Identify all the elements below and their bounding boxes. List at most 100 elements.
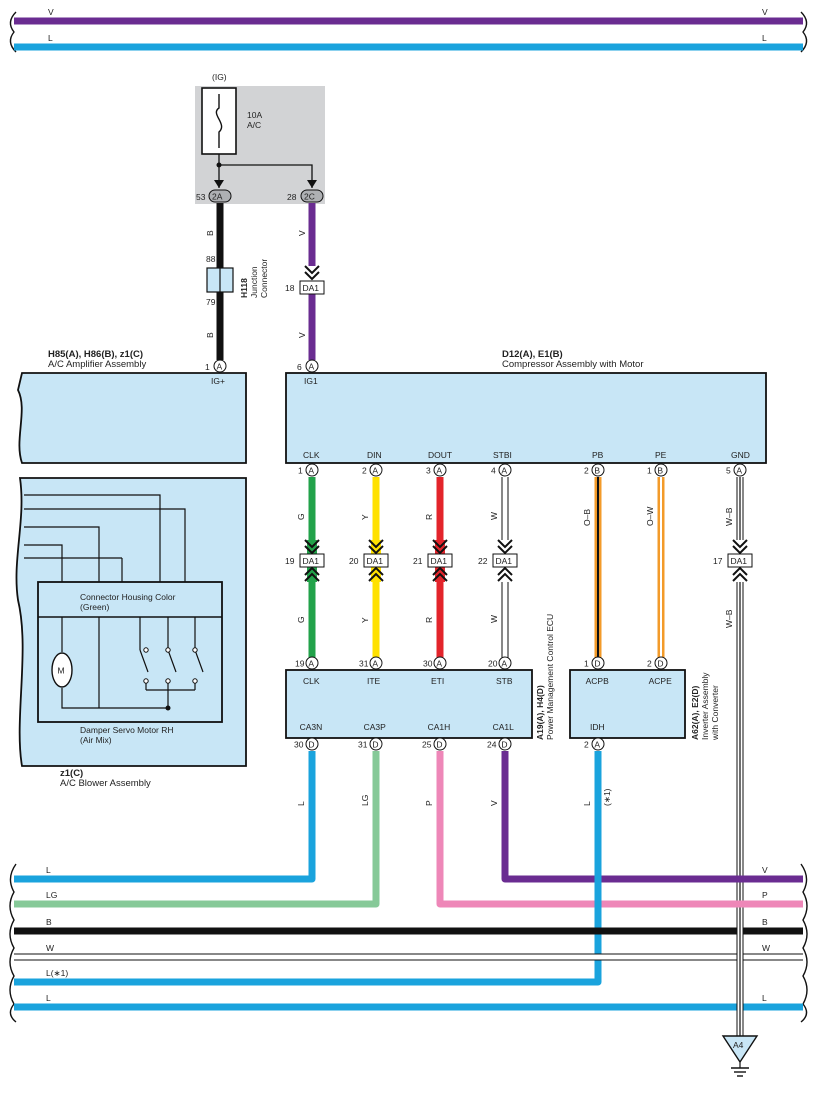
pin-connector-pill: [208, 189, 232, 203]
wire-code: W–B: [724, 507, 734, 526]
da1-label: DA1: [731, 556, 748, 566]
switch-pivot: [165, 678, 171, 684]
bus-bracket-left: [9, 863, 17, 1023]
pin-number: 20: [488, 659, 498, 669]
da1-number: 22: [478, 556, 488, 566]
pin-number: 6: [297, 362, 302, 372]
pin-label: GND: [731, 450, 750, 460]
junction-name: Junction: [249, 266, 259, 298]
ground: A4: [721, 1035, 759, 1077]
splice-chevron-icon: [304, 566, 320, 582]
wire-code: V: [297, 332, 307, 338]
pin-connector-label: A: [594, 739, 600, 749]
pin-number: 5: [726, 466, 731, 476]
pin-connector-label: A: [501, 658, 507, 668]
ecu-assembly: A19(A), H4(D) Power Management Control E…: [285, 614, 555, 751]
da1-connector: [492, 553, 518, 568]
switch-pivot: [165, 647, 171, 653]
da1-connector: [727, 553, 753, 568]
switch-pivot: [143, 647, 149, 653]
wire-code: Y: [360, 617, 370, 623]
switch-pivot: [192, 678, 198, 684]
fuse-element: [215, 94, 223, 148]
pin-connector-label: A: [308, 658, 314, 668]
da1-connector: [363, 553, 389, 568]
bus-label-left: W: [46, 943, 54, 953]
pin-circle: [433, 737, 447, 751]
splice-chevron-icon: [732, 539, 748, 555]
switch-contact: [139, 649, 149, 673]
pin-label: DOUT: [428, 450, 452, 460]
blower-name: A/C Blower Assembly: [60, 778, 151, 789]
pin-label: ACPE: [649, 676, 672, 686]
pin-connector-pill: [300, 189, 324, 203]
fuse-header: (IG): [212, 72, 227, 82]
inverter-box: [569, 669, 686, 739]
bus-label-right: V: [762, 865, 768, 875]
pin-number: 30: [294, 740, 304, 750]
wire-note: (∗1): [602, 788, 612, 806]
pin-connector-label: A: [372, 658, 378, 668]
pin-connector-label: A: [309, 362, 315, 372]
splice-chevron-icon: [497, 566, 513, 582]
switch-contact: [194, 649, 204, 673]
bus-label-right: B: [762, 917, 768, 927]
fuse-arrow-icon: [214, 180, 224, 188]
da1-connector: [299, 280, 325, 295]
top-bus: V V L L: [9, 7, 808, 53]
da1-label: DA1: [303, 283, 320, 293]
pin-number: 25: [422, 740, 432, 750]
pin-label: CA3P: [364, 722, 387, 732]
servo-name: (Air Mix): [80, 735, 112, 745]
wire-code: V: [489, 800, 499, 806]
ground-label: A4: [733, 1040, 744, 1050]
bus-label-left: L: [48, 33, 53, 43]
amplifier-assembly: H85(A), H86(B), z1(C) A/C Amplifier Asse…: [17, 349, 247, 464]
switch-group: [139, 617, 204, 708]
pin-number: 1: [205, 362, 210, 372]
pin-connector-label: B: [594, 465, 600, 475]
connector-housing-color: Connector Housing Color: [80, 592, 176, 602]
wire-L: [14, 751, 602, 986]
pin-circle: [591, 463, 605, 477]
blower-assembly: Connector Housing Color (Green) M Damper…: [15, 477, 247, 789]
pin-connector-label: A: [217, 362, 223, 372]
wire-code: LG: [360, 795, 370, 806]
pin-circle: [213, 359, 227, 373]
wire-code: O–W: [645, 507, 655, 526]
servo-name: Damper Servo Motor RH: [80, 725, 174, 735]
motor-icon: [51, 652, 73, 688]
pin-circle: [305, 656, 319, 670]
pin-number: 1: [647, 466, 652, 476]
pin-circle: [733, 463, 747, 477]
pin-number: 2: [584, 466, 589, 476]
pin-label: CLK: [303, 450, 320, 460]
bus-label-left: L: [46, 865, 51, 875]
wire-code: W: [489, 512, 499, 520]
pin-label: IG1: [304, 376, 318, 386]
pin-label: ACPB: [586, 676, 609, 686]
bus-label-left: B: [46, 917, 52, 927]
bus-label-right: L: [762, 33, 767, 43]
blower-wire: [24, 544, 63, 582]
pin-number: 28: [287, 192, 297, 202]
pin-connector-label: A: [308, 465, 314, 475]
junction-connector: B B 88 79 H118 Junction Connector: [205, 203, 269, 360]
pin-label: CA1H: [428, 722, 451, 732]
pin-connector-label: D: [594, 658, 600, 668]
pin-label: IDH: [590, 722, 605, 732]
da1-number: 20: [349, 556, 359, 566]
wire-P: [436, 751, 803, 908]
pin-circle: [591, 656, 605, 670]
da1-label: DA1: [367, 556, 384, 566]
wire-code: B: [205, 230, 215, 236]
amplifier-code: H85(A), H86(B), z1(C): [48, 349, 143, 360]
pin-label: ITE: [367, 676, 381, 686]
blower-wire: [24, 494, 161, 505]
pin-number: 24: [487, 740, 497, 750]
bus-label-left: V: [48, 7, 54, 17]
pin-circle: [305, 359, 319, 373]
